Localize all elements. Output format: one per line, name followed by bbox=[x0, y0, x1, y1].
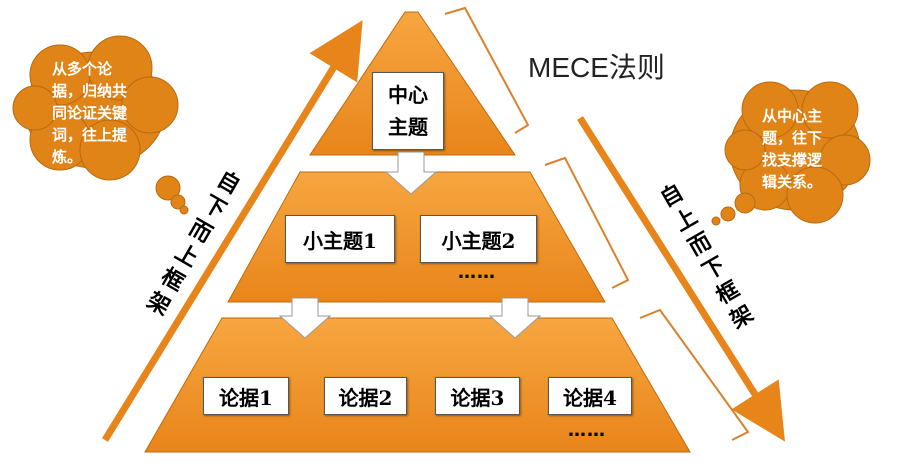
pyramid-middle-tier bbox=[227, 171, 606, 303]
evidence-box-3: 论据3 bbox=[435, 377, 520, 415]
diagram-title: MECE法则 bbox=[528, 52, 665, 83]
right-cloud-text: 从中心主题，往下找支撑逻辑关系。 bbox=[762, 107, 823, 191]
bottom-up-arrow bbox=[102, 20, 363, 442]
top-down-arrow bbox=[577, 116, 785, 442]
subtopic-more: …… bbox=[458, 262, 496, 283]
down-arrow-icon bbox=[278, 151, 542, 339]
evidence-box-2: 论据2 bbox=[324, 377, 407, 415]
subtopic-box-1: 小主题1 bbox=[285, 215, 395, 263]
central-theme-box: 中心主题 bbox=[372, 72, 444, 150]
left-cloud-text: 从多个论据，归纳共同论证关键词，往上提炼。 bbox=[52, 60, 128, 166]
brackets bbox=[444, 6, 750, 441]
left-thought-cloud bbox=[12, 35, 189, 215]
right-thought-cloud bbox=[711, 81, 871, 226]
evidence-box-4: 论据4 bbox=[548, 377, 632, 415]
evidence-more: …… bbox=[568, 420, 606, 441]
evidence-box-1: 论据1 bbox=[203, 377, 289, 415]
subtopic-box-2: 小主题2 bbox=[420, 215, 537, 263]
pyramid-bottom-tier bbox=[144, 317, 691, 453]
